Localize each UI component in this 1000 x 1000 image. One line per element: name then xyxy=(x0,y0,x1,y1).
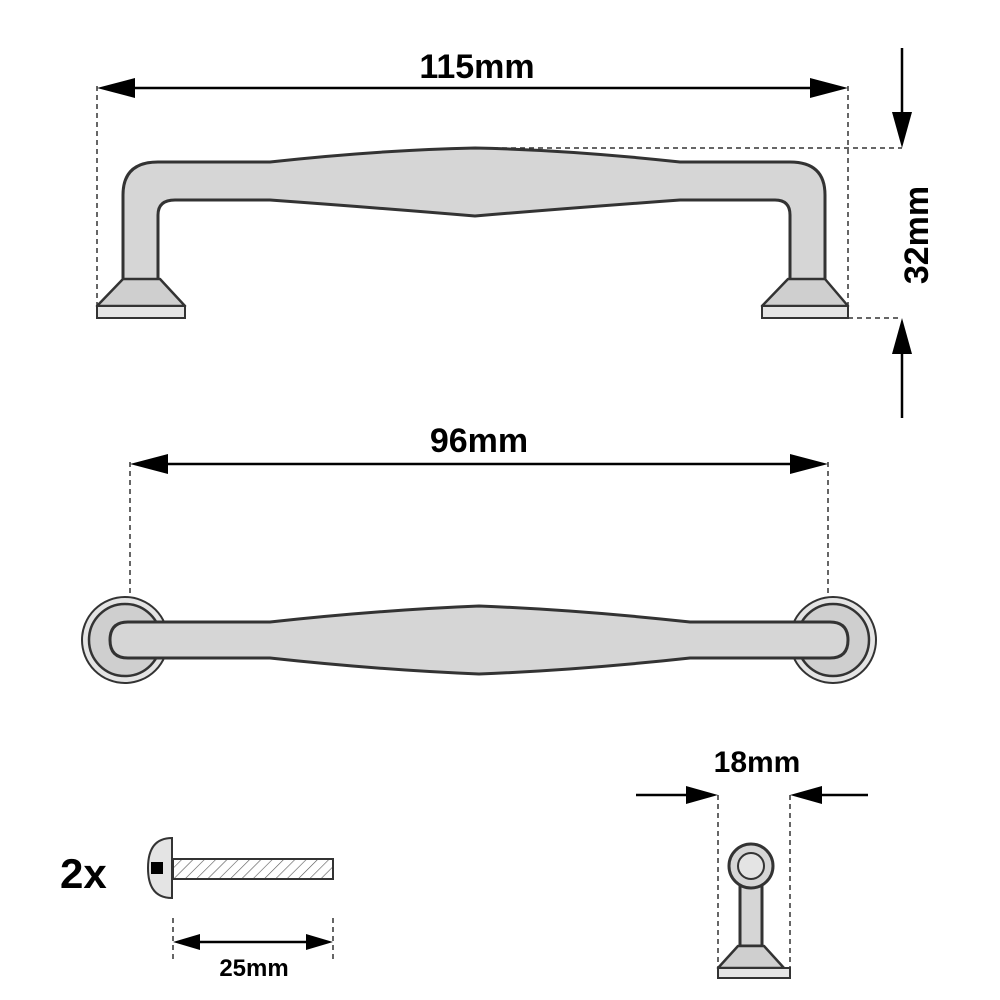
dimension-arrow-hole-spacing xyxy=(130,454,828,474)
screw-shank xyxy=(172,858,334,880)
dimension-arrow-length xyxy=(97,78,848,98)
handle-side-profile xyxy=(121,146,827,282)
top-view: 96mm xyxy=(81,422,877,684)
dimension-arrow-depth xyxy=(636,786,868,804)
end-view: 18mm xyxy=(636,746,868,979)
overall-length-label: 115mm xyxy=(419,48,534,86)
screw-slot xyxy=(151,862,163,874)
right-base-plate xyxy=(761,305,849,319)
screw-quantity-label: 2x xyxy=(60,850,107,897)
depth-label: 18mm xyxy=(714,746,801,779)
handle-top-profile xyxy=(108,604,850,676)
end-foot xyxy=(716,944,786,970)
screw-detail: 2x 25mm xyxy=(60,836,334,982)
left-base-plate xyxy=(96,305,186,319)
hole-spacing-label: 96mm xyxy=(430,422,528,460)
left-foot xyxy=(95,277,187,308)
end-grip-inner xyxy=(737,852,765,880)
height-label: 32mm xyxy=(898,186,936,284)
dimension-arrow-screw xyxy=(173,934,333,950)
side-view: 115mm 32mm xyxy=(95,48,936,418)
screw-length-label: 25mm xyxy=(219,955,288,982)
right-foot xyxy=(760,277,850,308)
end-base-plate xyxy=(717,967,791,979)
dimension-arrow-height xyxy=(892,48,912,418)
